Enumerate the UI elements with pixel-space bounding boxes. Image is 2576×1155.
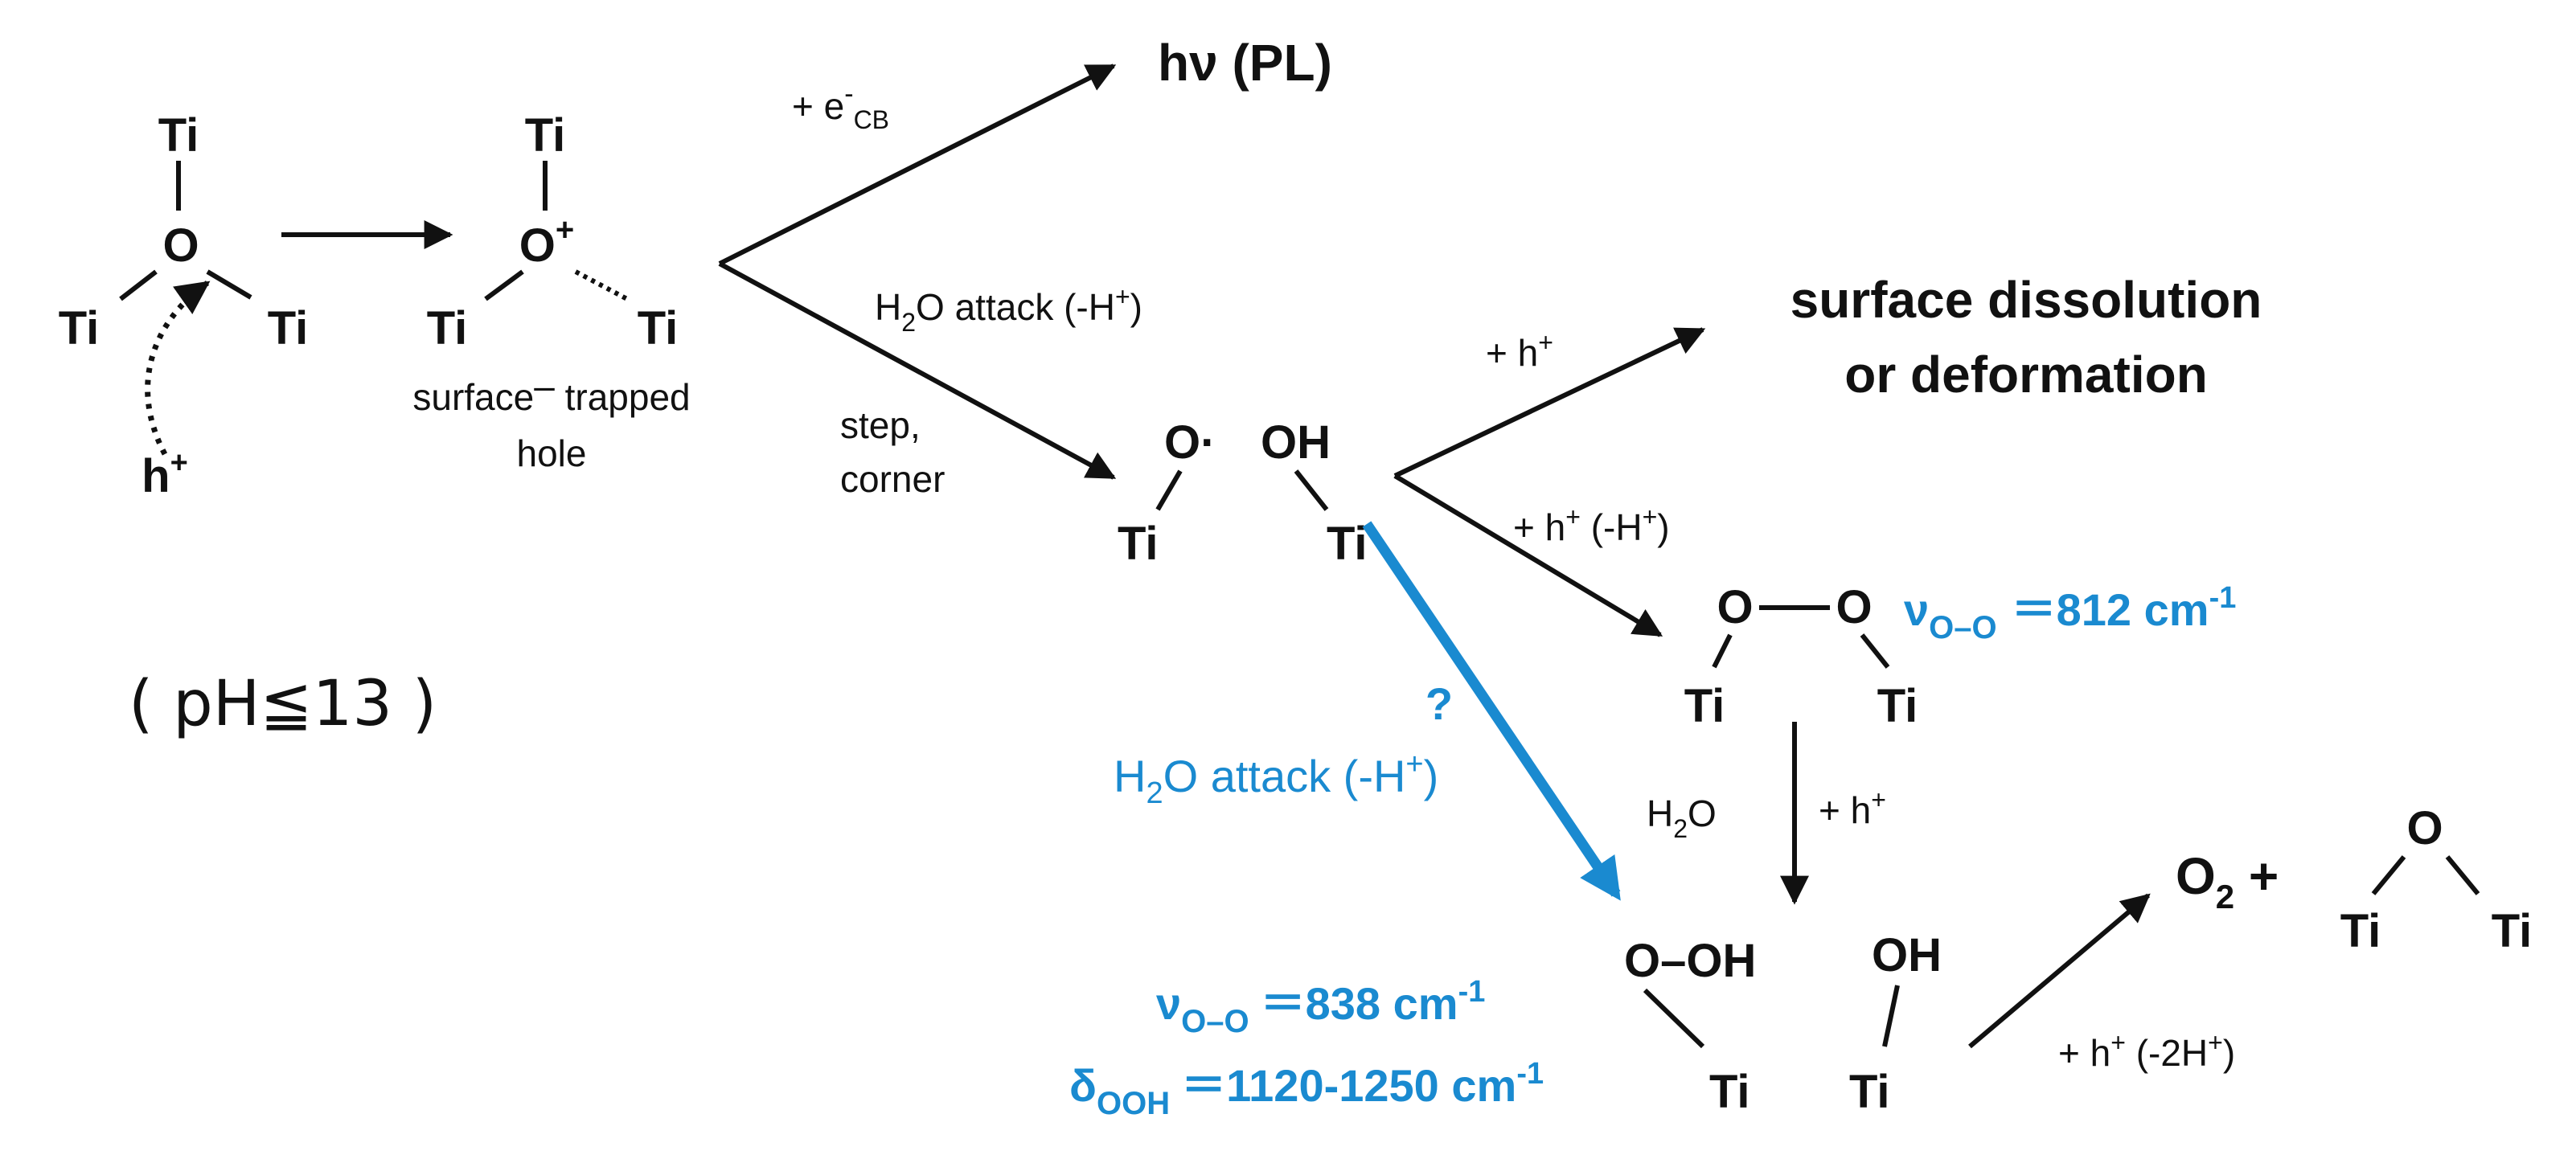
- hole-label: h+: [142, 446, 188, 502]
- atom-ti-left: Ti: [2340, 905, 2381, 957]
- atom-o-radical: O·: [1164, 416, 1216, 469]
- atom-o-bridge: O: [2406, 802, 2443, 854]
- trapped-hole-label-line2: hole: [517, 432, 587, 474]
- bond-o-ti: [1155, 469, 1183, 511]
- atom-o-oh: O–OH: [1624, 935, 1756, 987]
- structure-trapped-hole: Ti O+ Ti Ti surface– trapped hole: [412, 109, 690, 474]
- structure-o2-product: O2 + O Ti Ti: [2176, 802, 2532, 957]
- label-electron-cb: + e-CB: [792, 79, 889, 134]
- bond-o-ti-left: [119, 269, 158, 301]
- atom-ti-right: Ti: [1849, 1066, 1890, 1118]
- hydroperoxo-delta-frequency: δOOH＝1120-1250 cm-1: [1069, 1057, 1544, 1121]
- trapped-hole-label-line1: surface– trapped: [412, 365, 690, 418]
- hydroperoxo-nu-frequency: νO–O＝838 cm-1: [1156, 975, 1485, 1039]
- product-o2: O2 +: [2176, 847, 2279, 915]
- structure-ti3o: Ti O Ti Ti h+: [59, 109, 309, 502]
- atom-oh: OH: [1261, 416, 1331, 469]
- atom-ti-left: Ti: [59, 302, 100, 354]
- atom-o-left: O: [1717, 581, 1753, 633]
- label-water: H2O: [1647, 793, 1717, 843]
- label-o2-hole: + h+ (-2H+): [2058, 1028, 2235, 1074]
- bond-oh-ti: [1294, 469, 1329, 511]
- arrow-to-o2: [1968, 893, 2151, 1049]
- product-dissolution-line2: or deformation: [1844, 346, 2208, 403]
- blue-question-mark: ?: [1425, 678, 1453, 729]
- atom-o-right: O: [1836, 581, 1872, 633]
- arrow-to-dissolution: [1393, 327, 1706, 478]
- atom-ti-top: Ti: [158, 109, 199, 162]
- arrow-blue-h2o-attack: [1362, 521, 1621, 901]
- peroxo-frequency: νO–O＝812 cm-1: [1904, 581, 2236, 645]
- atom-ti-left: Ti: [1118, 518, 1159, 570]
- product-dissolution-line1: surface dissolution: [1790, 271, 2262, 329]
- bond-o-ti-left: [2371, 855, 2406, 895]
- bond-o-ti-right: [2445, 855, 2480, 895]
- arrow-to-peroxo: [1393, 473, 1663, 637]
- atom-ti-right: Ti: [1327, 518, 1368, 570]
- bond-o-ti-right: [206, 269, 252, 300]
- atom-ti-right: Ti: [1877, 680, 1918, 732]
- atom-ti-right: Ti: [2492, 905, 2533, 957]
- arrow-h2o-attack: [718, 261, 1117, 480]
- structure-peroxo: O O Ti Ti: [1684, 581, 1918, 732]
- product-pl: hν (PL): [1158, 34, 1332, 92]
- label-site-corner: corner: [840, 458, 945, 500]
- bond-o-ti-right-weak: [574, 269, 629, 301]
- arrow-to-pl: [718, 63, 1117, 266]
- label-dissolution-hole: + h+: [1486, 328, 1553, 374]
- atom-ti-left: Ti: [1684, 680, 1725, 732]
- bond-o-ti-right: [1860, 633, 1890, 669]
- label-h2o-attack: H2O attack (-H+): [875, 282, 1142, 337]
- label-water-hole: + h+: [1819, 785, 1886, 831]
- bond-o-ti-left: [1643, 988, 1705, 1049]
- atom-ti-right: Ti: [638, 302, 679, 354]
- structure-oxyl-hydroxyl: O· OH Ti Ti: [1118, 416, 1368, 570]
- bond-o-ti-left: [484, 269, 524, 301]
- atom-o-center: O: [162, 219, 199, 272]
- atom-ti-top: Ti: [525, 109, 566, 162]
- hole-migration-arrow: [145, 281, 211, 456]
- atom-ti-left: Ti: [427, 302, 468, 354]
- structure-hydroperoxo: O–OH OH Ti Ti: [1624, 929, 1942, 1118]
- atom-ti-right: Ti: [268, 302, 309, 354]
- atom-ti-left: Ti: [1709, 1066, 1750, 1118]
- atom-o-plus: O+: [519, 212, 574, 272]
- label-site-step: step,: [840, 404, 921, 446]
- bond-o-ti-left: [1712, 633, 1733, 669]
- blue-h2o-attack-label: H2O attack (-H+): [1114, 747, 1438, 810]
- label-peroxo-hole: + h+ (-H+): [1513, 502, 1670, 548]
- atom-oh: OH: [1872, 929, 1942, 981]
- bond-oh-ti-right: [1882, 985, 1900, 1047]
- ph-condition: ( pH≦13 ): [129, 668, 437, 740]
